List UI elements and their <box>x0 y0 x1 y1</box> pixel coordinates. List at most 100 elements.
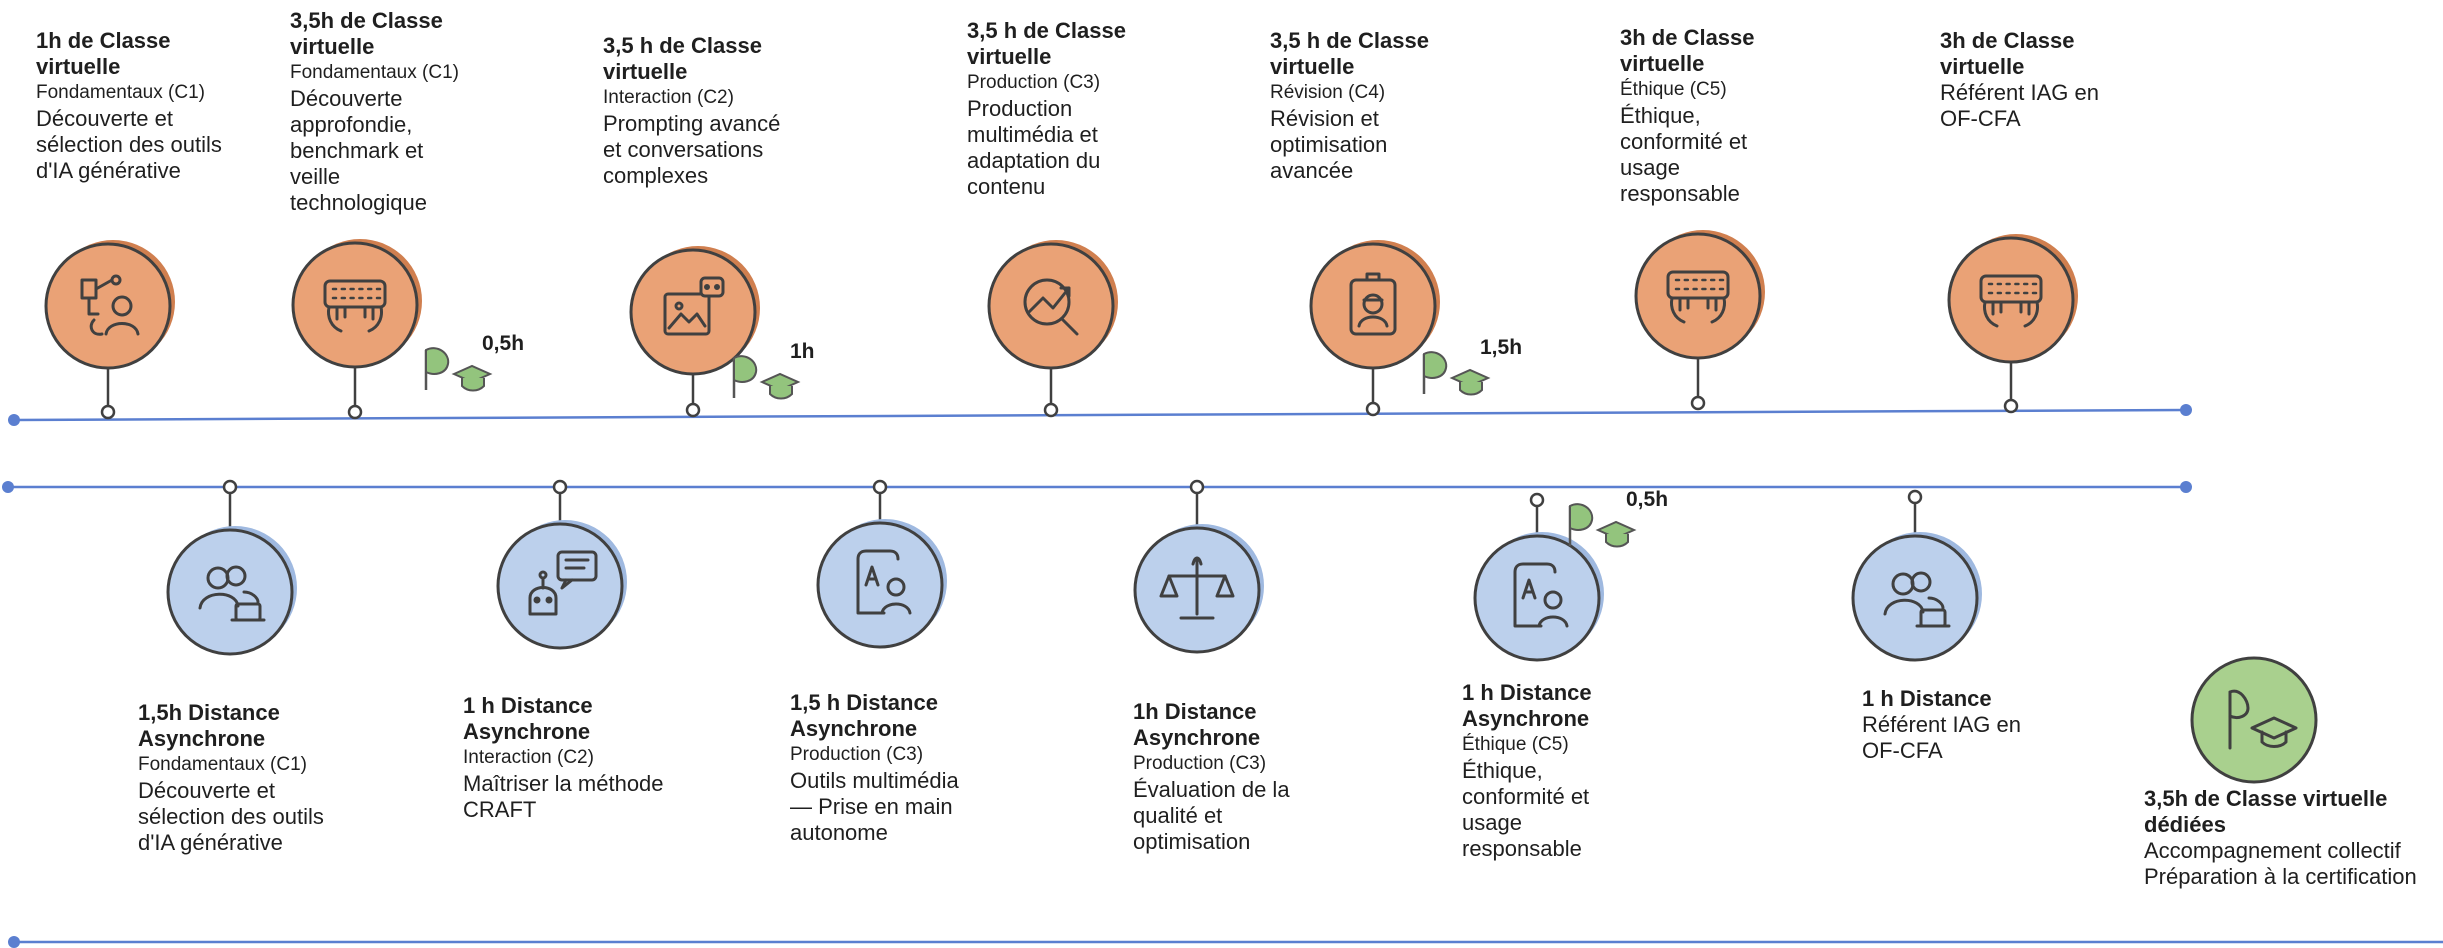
session-description: Découverte et <box>138 778 275 803</box>
node-circle <box>629 248 757 376</box>
connector-dot <box>552 479 568 495</box>
session-description: multimédia et <box>967 122 1098 147</box>
keyboard-hands-icon <box>1979 274 2043 328</box>
node-circle <box>816 521 944 649</box>
connector-dot <box>1690 395 1706 411</box>
flag-graduation-icon <box>424 347 493 392</box>
session-description: Production <box>967 96 1073 121</box>
session-module: Fondamentaux (C1) <box>290 62 459 83</box>
timeline-bottom-start-dot <box>2 481 14 493</box>
node-circle <box>1851 534 1979 662</box>
session-module: Production (C3) <box>967 72 1101 93</box>
badge-duration: 1,5h <box>1480 336 1522 359</box>
milestone-node <box>166 479 297 656</box>
connector-dot <box>1365 401 1381 417</box>
session-title: 3,5 h de Classe <box>1270 28 1429 53</box>
session-description: conformité et <box>1462 784 1590 809</box>
timeline-bottom-end-dot <box>2180 481 2192 493</box>
session-description: Évaluation de la <box>1133 777 1290 802</box>
session-description: avancée <box>1270 158 1354 183</box>
session-module: Interaction (C2) <box>603 87 734 108</box>
scales-icon <box>1159 556 1235 620</box>
session-description: conformité et <box>1620 129 1748 154</box>
session-description: technologique <box>290 190 428 215</box>
session-title: virtuelle <box>1620 51 1705 76</box>
flag-graduation-icon <box>1422 351 1491 396</box>
chart-magnifier-icon <box>1023 278 1079 336</box>
session-title: Asynchrone <box>138 726 266 751</box>
session-title: 3,5h de Classe virtuelle <box>2144 786 2388 811</box>
keyboard-hands-icon <box>1666 270 1730 324</box>
session-title: 3,5 h de Classe <box>603 33 762 58</box>
robot-chat-icon <box>528 550 598 616</box>
connector-dot <box>872 479 888 495</box>
milestone-node <box>1634 230 1765 411</box>
timeline-top <box>13 408 2187 422</box>
session-title: Asynchrone <box>790 716 918 741</box>
session-description: et conversations <box>603 137 764 162</box>
session-title: Asynchrone <box>463 719 591 744</box>
session-description: Éthique, <box>1620 103 1701 128</box>
async-time-badge: 1h <box>732 340 815 400</box>
timeline-footer-start-dot <box>8 936 20 948</box>
flowchart-person-icon <box>80 274 140 336</box>
badge-duration: 0,5h <box>1626 488 1668 511</box>
session-title: 3h de Classe <box>1620 25 1755 50</box>
session-module: Fondamentaux (C1) <box>36 82 205 103</box>
session-description: sélection des outils <box>138 804 324 829</box>
milestone-node <box>291 239 422 420</box>
session-description: Découverte et <box>36 106 173 131</box>
milestone-node <box>987 240 1118 418</box>
badge-duration: 0,5h <box>482 332 524 355</box>
session-title: virtuelle <box>603 59 688 84</box>
session-description: usage <box>1462 810 1522 835</box>
users-laptop-icon <box>198 565 266 622</box>
milestone-node <box>816 479 947 649</box>
session-title: 1h Distance <box>1133 699 1257 724</box>
connector-dot <box>685 402 701 418</box>
session-description: optimisation <box>1270 132 1388 157</box>
session-title: virtuelle <box>290 34 375 59</box>
id-badge-icon <box>1349 272 1397 336</box>
session-description: responsable <box>1462 836 1582 861</box>
session-title: 1,5h Distance <box>138 700 280 725</box>
connector-dot <box>100 404 116 420</box>
session-description: Référent IAG en <box>1940 80 2099 105</box>
final-node <box>2190 656 2318 784</box>
session-title: 3,5h de Classe <box>290 8 443 33</box>
users-laptop-icon <box>1883 571 1951 628</box>
session-module: Éthique (C5) <box>1620 79 1727 100</box>
node-circle <box>291 241 419 369</box>
session-description: qualité et <box>1133 803 1223 828</box>
session-module: Production (C3) <box>790 744 924 765</box>
session-description: benchmark et <box>290 138 424 163</box>
async-time-badge: 0,5h <box>424 332 524 392</box>
connector-dot <box>1907 489 1923 505</box>
document-person-icon <box>856 549 912 615</box>
session-description: Révision et <box>1270 106 1379 131</box>
session-description: d'IA générative <box>138 830 283 855</box>
badge-duration: 1h <box>790 340 815 363</box>
session-module: Interaction (C2) <box>463 747 594 768</box>
connector-dot <box>1529 492 1545 508</box>
session-description: Préparation à la certification <box>2144 864 2417 889</box>
async-time-badge: 0,5h <box>1568 488 1668 548</box>
session-description: OF-CFA <box>1940 106 2021 131</box>
session-module: Production (C3) <box>1133 753 1267 774</box>
connector-dot <box>1043 402 1059 418</box>
milestone-node <box>496 479 627 650</box>
session-description: Accompagnement collectif <box>2144 838 2401 863</box>
session-title: 1h de Classe <box>36 28 171 53</box>
flag-graduation-icon <box>2228 689 2298 750</box>
session-description: Maîtriser la méthode <box>463 771 664 796</box>
milestone-node <box>1309 240 1440 417</box>
document-person-icon <box>1513 562 1569 628</box>
keyboard-hands-icon <box>323 279 387 333</box>
connector-dot <box>2003 398 2019 414</box>
